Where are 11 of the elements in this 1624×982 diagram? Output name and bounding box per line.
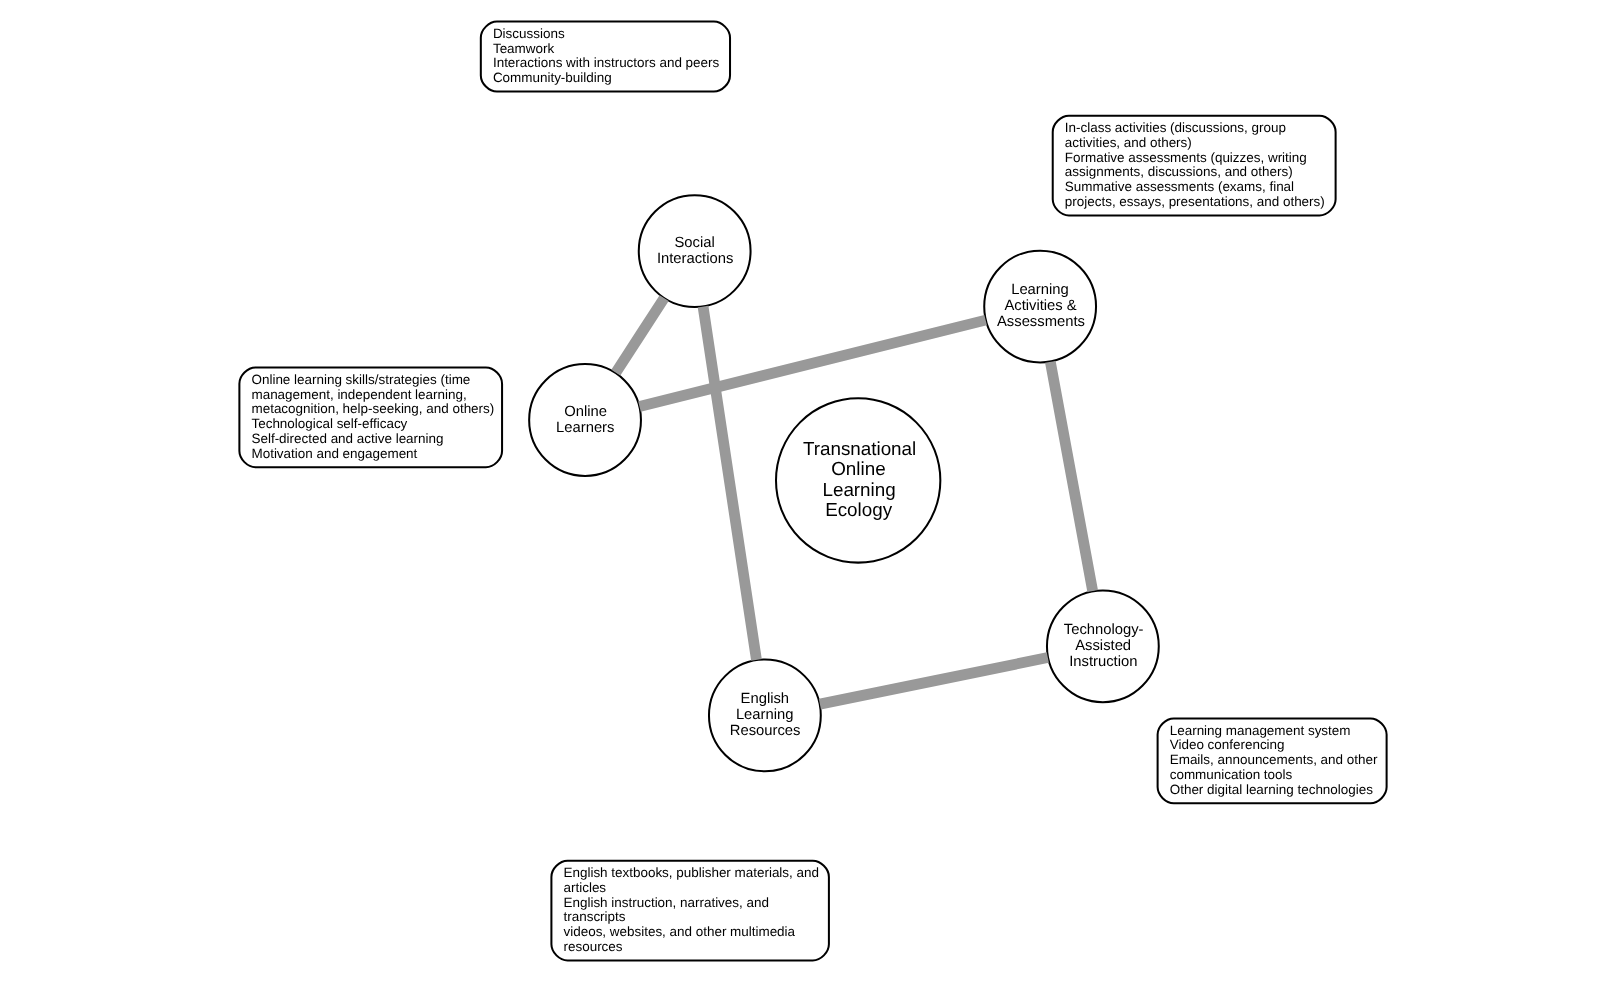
node-circle: Online Learners — [527, 363, 641, 477]
connector — [817, 652, 1048, 710]
connector — [1044, 360, 1097, 592]
connector — [610, 295, 668, 376]
node-circle: Learning Activities & Assessments — [982, 249, 1097, 364]
node-circle: Transnational Online Learning Ecology — [774, 397, 941, 564]
node-circle: Social Interactions — [636, 194, 751, 308]
connector — [696, 305, 761, 661]
connector — [637, 314, 986, 412]
node-circle: English Learning Resources — [706, 658, 821, 773]
node-circle: Technology-Assisted Instruction — [1044, 589, 1159, 704]
